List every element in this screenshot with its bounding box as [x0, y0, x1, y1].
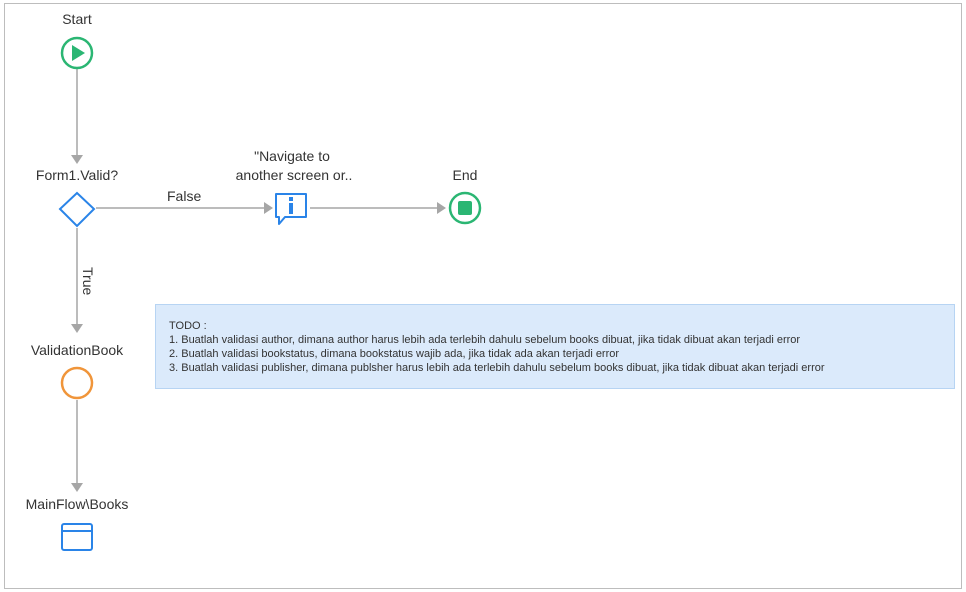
end-label: End: [452, 167, 478, 183]
start-node[interactable]: [60, 36, 94, 70]
stop-icon: [458, 201, 472, 215]
validation-label: ValidationBook: [30, 342, 124, 358]
message-node[interactable]: [275, 193, 307, 225]
start-label: Start: [62, 11, 92, 27]
end-node[interactable]: [448, 191, 482, 225]
todo-title: TODO :: [169, 320, 207, 332]
todo-line: 3. Buatlah validasi publisher, dimana pu…: [169, 362, 825, 374]
false-edge-label: False: [167, 188, 202, 204]
arrow-head-screen: [71, 483, 83, 492]
play-icon: [72, 45, 85, 61]
message-label-line1: "Navigate to: [254, 148, 330, 164]
arrow-head-validation: [71, 324, 83, 333]
decision-label: Form1.Valid?: [35, 167, 119, 183]
flow-canvas[interactable]: [4, 3, 962, 589]
arrow-head-message: [264, 202, 273, 214]
diamond-icon: [58, 191, 96, 228]
circle-icon: [60, 366, 94, 400]
screen-icon: [61, 523, 93, 551]
message-label-line2: another screen or..: [235, 167, 353, 183]
screen-label: MainFlow\Books: [25, 496, 129, 512]
screen-node[interactable]: [61, 523, 93, 551]
true-edge-label: True: [80, 267, 96, 296]
decision-node[interactable]: [58, 191, 96, 228]
todo-line: 1. Buatlah validasi author, dimana autho…: [169, 334, 801, 346]
todo-comment[interactable]: TODO : 1. Buatlah validasi author, diman…: [155, 304, 955, 389]
arrow-head-end: [437, 202, 446, 214]
validation-node[interactable]: [60, 366, 94, 400]
arrow-head-decision: [71, 155, 83, 164]
connectors: [71, 68, 446, 492]
todo-line: 2. Buatlah validasi bookstatus, dimana b…: [169, 348, 620, 360]
